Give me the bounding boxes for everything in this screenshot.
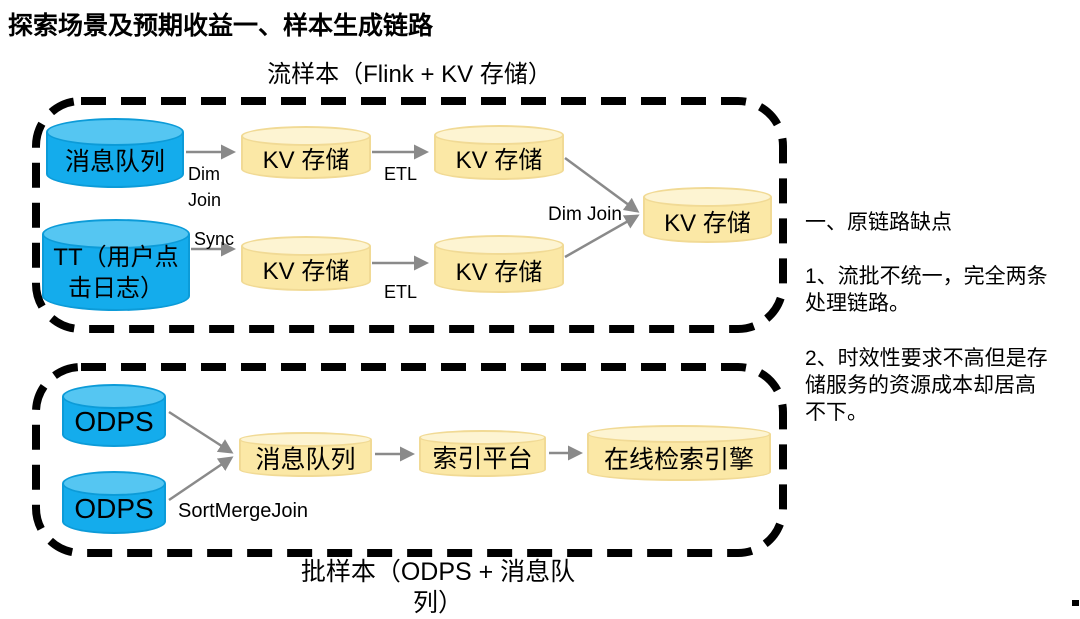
edge-label-dim-join-merge: Dim Join xyxy=(548,204,622,225)
notes-item-1: 1、流批不统一，完全两条 处理链路。 xyxy=(805,265,1048,315)
node-label: ODPS xyxy=(74,405,154,437)
arrow-odps1-to-msgqueue xyxy=(168,410,234,454)
page-title: 探索场景及预期收益一、样本生成链路 xyxy=(8,12,434,40)
edge-label-etl-bottom: ETL xyxy=(384,282,418,302)
cylinder-top xyxy=(241,126,371,146)
batch-section-title: 批样本（ODPS + 消息队 列） xyxy=(300,558,576,617)
cylinder-top xyxy=(434,235,564,255)
arrow-odps2-to-msgqueue xyxy=(168,456,234,502)
node-kv-store-4: KV 存储 xyxy=(434,235,564,293)
edge-label-sort-merge-join: SortMergeJoin xyxy=(178,500,309,522)
cylinder-top xyxy=(46,118,184,146)
node-label: 索引平台 xyxy=(432,445,533,474)
clipped-text-artifact xyxy=(1072,600,1079,606)
node-label: TT（用户点 击日志） xyxy=(53,243,179,302)
cylinder-top xyxy=(241,236,371,256)
node-online-search-engine: 在线检索引擎 xyxy=(587,425,771,481)
node-kv-store-3: KV 存储 xyxy=(241,236,371,291)
node-odps-1: ODPS xyxy=(62,384,166,447)
node-label: 消息队列 xyxy=(64,148,165,176)
edge-label-sync: Sync xyxy=(194,229,235,249)
node-label: KV 存储 xyxy=(455,147,543,174)
arrow-kv2-to-kv5 xyxy=(564,156,640,213)
stream-section-title: 流样本（Flink + KV 存储） xyxy=(267,61,552,88)
node-label: 消息队列 xyxy=(255,446,356,475)
node-tt-click-log: TT（用户点 击日志） xyxy=(42,219,190,311)
node-message-queue-batch: 消息队列 xyxy=(239,432,372,477)
cylinder-top xyxy=(62,471,166,496)
arrow-kv4-to-kv5 xyxy=(564,214,640,259)
cylinder-top xyxy=(434,125,564,145)
notes-item-2: 2、时效性要求不高但是存 储服务的资源成本却居高 不下。 xyxy=(805,347,1048,424)
node-label: ODPS xyxy=(74,492,154,524)
cylinder-top xyxy=(587,425,771,443)
node-index-platform: 索引平台 xyxy=(419,430,546,477)
edge-label-etl-top: ETL xyxy=(384,164,418,184)
node-label: KV 存储 xyxy=(455,258,543,286)
notes-heading: 一、原链路缺点 xyxy=(805,211,952,234)
cylinder-top xyxy=(239,432,372,447)
cylinder-top xyxy=(643,187,772,207)
stream-section-border xyxy=(32,97,787,333)
node-odps-2: ODPS xyxy=(62,471,166,534)
node-kv-store-2: KV 存储 xyxy=(434,125,564,180)
cylinder-top xyxy=(62,384,166,409)
node-label: 在线检索引擎 xyxy=(603,445,754,474)
node-message-queue-stream: 消息队列 xyxy=(46,118,184,188)
cylinder-top xyxy=(419,430,546,445)
node-label: KV 存储 xyxy=(262,258,350,285)
node-label: KV 存储 xyxy=(262,147,350,174)
node-kv-store-1: KV 存储 xyxy=(241,126,371,179)
batch-section-border xyxy=(32,363,787,557)
cylinder-top xyxy=(42,219,190,249)
edge-label-dim-join: Dim Join xyxy=(188,164,222,210)
node-label: KV 存储 xyxy=(664,209,751,237)
node-kv-store-merged: KV 存储 xyxy=(643,187,772,243)
